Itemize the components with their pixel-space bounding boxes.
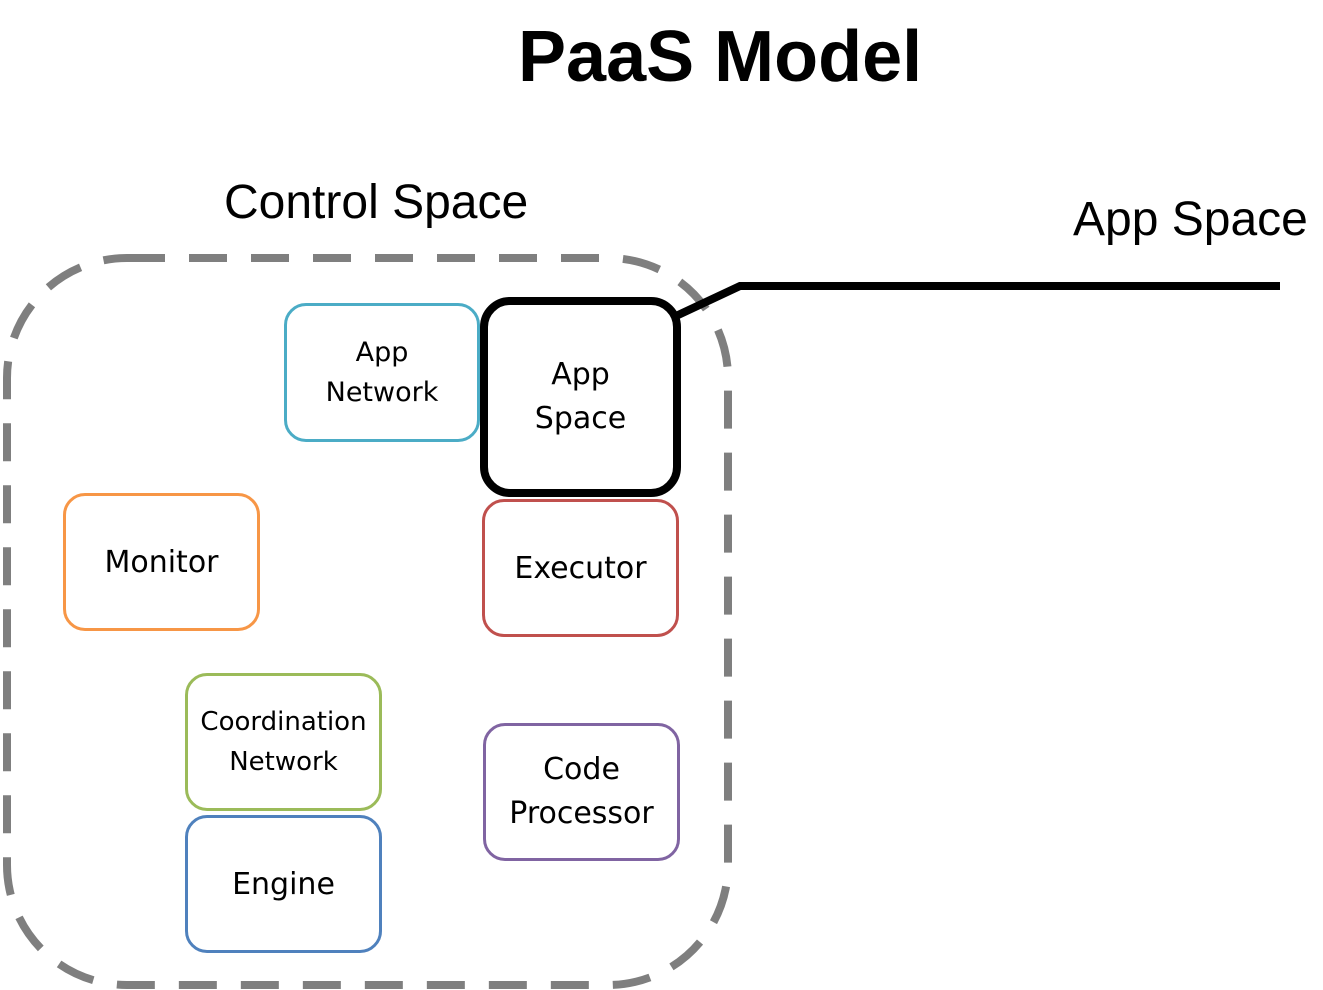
app-space-label: App Space [534,357,627,436]
app-network-box[interactable]: App Network [284,303,480,442]
code-processor-label: Code Processor [509,752,654,831]
executor-label: Executor [514,550,647,586]
control-space-label: Control Space [224,176,529,229]
app-space-callout-label: App Space [1073,193,1308,246]
app-space-callout-line [674,282,1280,320]
coordination-network-label: Coordination Network [200,707,367,777]
monitor-label: Monitor [104,544,219,580]
coordination-network-box[interactable]: Coordination Network [185,673,382,811]
page-title: PaaS Model [518,17,923,97]
engine-label: Engine [232,866,335,902]
executor-box[interactable]: Executor [482,499,679,637]
engine-box[interactable]: Engine [185,815,382,953]
monitor-box[interactable]: Monitor [63,493,260,631]
control-space-boundary [3,254,732,989]
app-space-box[interactable]: App Space [480,297,681,497]
app-network-label: App Network [325,336,439,408]
code-processor-box[interactable]: Code Processor [483,723,680,861]
